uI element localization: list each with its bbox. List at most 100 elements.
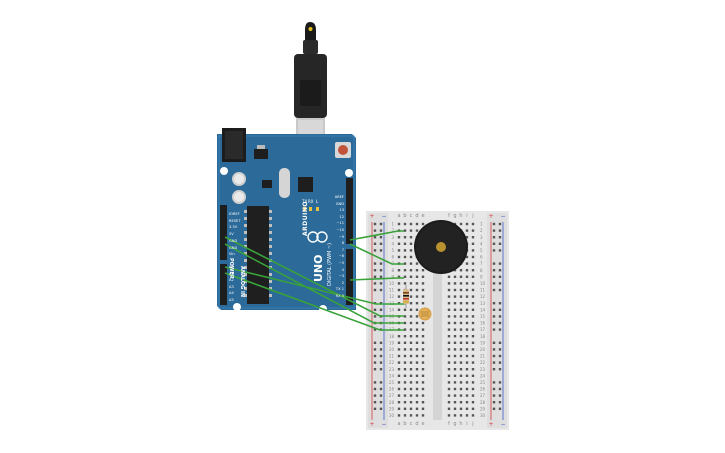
breadboard-hole[interactable] [465,354,469,358]
breadboard-hole[interactable] [471,381,475,384]
rail-hole[interactable] [498,262,502,265]
breadboard-hole[interactable] [409,328,413,331]
breadboard-hole[interactable] [471,341,475,344]
breadboard-hole[interactable] [397,374,401,377]
breadboard-hole[interactable] [409,308,413,311]
breadboard-hole[interactable] [453,275,457,278]
breadboard-hole[interactable] [459,315,463,318]
rail-hole[interactable] [492,288,496,292]
breadboard-hole[interactable] [453,335,457,338]
rail-hole[interactable] [379,341,383,344]
breadboard-hole[interactable] [459,308,463,311]
breadboard-hole[interactable] [415,269,419,272]
rail-hole[interactable] [379,368,383,371]
rail-hole[interactable] [373,269,377,272]
breadboard-hole[interactable] [403,269,407,272]
breadboard-hole[interactable] [397,269,401,272]
breadboard-hole[interactable] [453,295,457,298]
breadboard-hole[interactable] [453,341,457,344]
rail-hole[interactable] [379,394,383,397]
breadboard-hole[interactable] [421,374,425,377]
rail-hole[interactable] [373,262,377,265]
breadboard-hole[interactable] [453,407,457,410]
breadboard-hole[interactable] [447,387,451,391]
rail-hole[interactable] [373,354,377,358]
breadboard-hole[interactable] [409,222,413,226]
breadboard-hole[interactable] [459,374,463,377]
rail-hole[interactable] [379,282,383,285]
breadboard-hole[interactable] [453,414,457,417]
breadboard-hole[interactable] [421,275,425,278]
breadboard-hole[interactable] [421,335,425,338]
breadboard-hole[interactable] [465,255,469,259]
breadboard-hole[interactable] [447,401,451,404]
rail-hole[interactable] [492,348,496,351]
breadboard-hole[interactable] [415,407,419,410]
breadboard-hole[interactable] [471,387,475,391]
rail-hole[interactable] [492,387,496,391]
rail-hole[interactable] [379,229,383,232]
breadboard-hole[interactable] [397,236,401,239]
rail-hole[interactable] [492,315,496,318]
rail-hole[interactable] [492,308,496,311]
breadboard-hole[interactable] [409,368,413,371]
breadboard-hole[interactable] [447,341,451,344]
rail-hole[interactable] [373,242,377,245]
breadboard-hole[interactable] [471,315,475,318]
breadboard-hole[interactable] [397,394,401,397]
rail-hole[interactable] [379,407,383,410]
rail-hole[interactable] [379,262,383,265]
breadboard-hole[interactable] [459,269,463,272]
breadboard-hole[interactable] [471,321,475,325]
rail-hole[interactable] [373,249,377,252]
breadboard-hole[interactable] [459,275,463,278]
breadboard-hole[interactable] [447,381,451,384]
breadboard-hole[interactable] [465,341,469,344]
breadboard-hole[interactable] [459,282,463,285]
breadboard-hole[interactable] [471,255,475,259]
rail-hole[interactable] [498,236,502,239]
rail-hole[interactable] [498,222,502,226]
rail-hole[interactable] [498,249,502,252]
breadboard-hole[interactable] [415,394,419,397]
rail-hole[interactable] [498,308,502,311]
rail-hole[interactable] [373,361,377,364]
rail-hole[interactable] [498,381,502,384]
breadboard-hole[interactable] [447,275,451,278]
breadboard-hole[interactable] [415,341,419,344]
breadboard-hole[interactable] [453,374,457,377]
rail-hole[interactable] [379,236,383,239]
breadboard-hole[interactable] [465,335,469,338]
breadboard-hole[interactable] [403,348,407,351]
breadboard-hole[interactable] [447,302,451,305]
breadboard-hole[interactable] [403,328,407,331]
breadboard-hole[interactable] [397,295,401,298]
breadboard-hole[interactable] [465,308,469,311]
breadboard-hole[interactable] [453,354,457,358]
rail-hole[interactable] [379,249,383,252]
breadboard-hole[interactable] [397,288,401,292]
rail-hole[interactable] [492,394,496,397]
breadboard-hole[interactable] [415,354,419,358]
breadboard-hole[interactable] [447,328,451,331]
breadboard-hole[interactable] [397,335,401,338]
breadboard-hole[interactable] [421,414,425,417]
breadboard-hole[interactable] [459,335,463,338]
breadboard-hole[interactable] [471,269,475,272]
rail-hole[interactable] [498,229,502,232]
breadboard-hole[interactable] [403,262,407,265]
rail-hole[interactable] [498,282,502,285]
rail-hole[interactable] [498,275,502,278]
breadboard-hole[interactable] [465,407,469,410]
breadboard-hole[interactable] [453,381,457,384]
breadboard-hole[interactable] [421,341,425,344]
breadboard-hole[interactable] [465,381,469,384]
breadboard-hole[interactable] [471,328,475,331]
breadboard-hole[interactable] [465,222,469,226]
breadboard-hole[interactable] [465,288,469,292]
breadboard-hole[interactable] [415,374,419,377]
breadboard-hole[interactable] [409,361,413,364]
breadboard-hole[interactable] [471,348,475,351]
breadboard-hole[interactable] [409,288,413,292]
breadboard-hole[interactable] [415,262,419,265]
